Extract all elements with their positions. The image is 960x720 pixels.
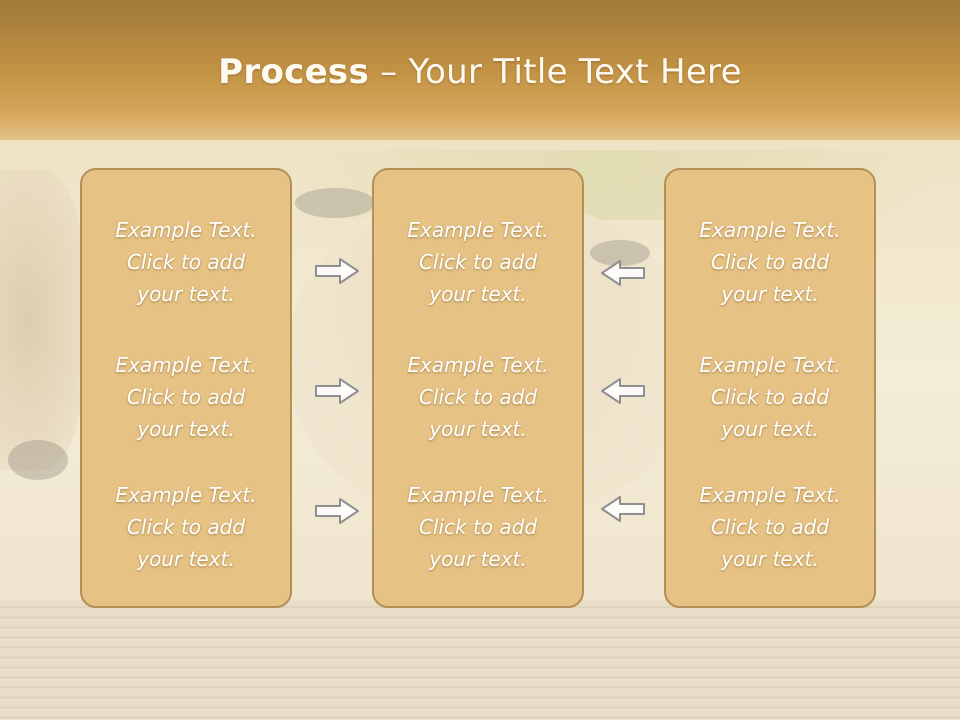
text-line: Click to add [126, 250, 246, 274]
text-line: your text. [429, 282, 527, 306]
text-item[interactable]: Example Text. Click to add your text. [82, 479, 290, 575]
text-line: Click to add [126, 515, 246, 539]
arrow-right-icon[interactable] [314, 496, 360, 526]
text-line: Example Text. [115, 353, 257, 377]
text-item[interactable]: Example Text. Click to add your text. [666, 479, 874, 575]
text-item[interactable]: Example Text. Click to add your text. [666, 214, 874, 310]
face-shape [0, 170, 90, 470]
text-line: Example Text. [115, 483, 257, 507]
text-line: Example Text. [407, 218, 549, 242]
text-line: Click to add [418, 385, 538, 409]
arrow-left-icon[interactable] [600, 376, 646, 406]
stone-shape [8, 440, 68, 480]
text-line: your text. [137, 282, 235, 306]
text-item[interactable]: Example Text. Click to add your text. [374, 479, 582, 575]
text-item[interactable]: Example Text. Click to add your text. [82, 349, 290, 445]
text-item[interactable]: Example Text. Click to add your text. [374, 214, 582, 310]
text-line: Click to add [418, 250, 538, 274]
text-line: your text. [137, 547, 235, 571]
text-line: Click to add [126, 385, 246, 409]
text-line: Example Text. [115, 218, 257, 242]
text-line: Example Text. [699, 483, 841, 507]
text-box-left[interactable]: Example Text. Click to add your text. Ex… [80, 168, 292, 608]
stone-shape [295, 188, 375, 218]
text-line: your text. [429, 547, 527, 571]
text-line: your text. [721, 417, 819, 441]
title-rest: – Your Title Text Here [369, 52, 742, 92]
arrow-left-icon[interactable] [600, 494, 646, 524]
text-line: Click to add [710, 385, 830, 409]
slide-title[interactable]: Process – Your Title Text Here [0, 52, 960, 92]
title-bold: Process [218, 52, 370, 92]
text-line: your text. [429, 417, 527, 441]
text-line: Click to add [710, 250, 830, 274]
water-reflection [0, 600, 960, 720]
text-line: Click to add [418, 515, 538, 539]
arrow-right-icon[interactable] [314, 376, 360, 406]
text-line: Example Text. [407, 353, 549, 377]
text-line: Click to add [710, 515, 830, 539]
text-item[interactable]: Example Text. Click to add your text. [666, 349, 874, 445]
text-box-center[interactable]: Example Text. Click to add your text. Ex… [372, 168, 584, 608]
text-line: your text. [721, 282, 819, 306]
text-item[interactable]: Example Text. Click to add your text. [82, 214, 290, 310]
text-line: Example Text. [407, 483, 549, 507]
text-line: Example Text. [699, 218, 841, 242]
header-band [0, 0, 960, 150]
text-box-right[interactable]: Example Text. Click to add your text. Ex… [664, 168, 876, 608]
text-line: Example Text. [699, 353, 841, 377]
text-item[interactable]: Example Text. Click to add your text. [374, 349, 582, 445]
text-line: your text. [721, 547, 819, 571]
arrow-left-icon[interactable] [600, 258, 646, 288]
text-line: your text. [137, 417, 235, 441]
arrow-right-icon[interactable] [314, 256, 360, 286]
